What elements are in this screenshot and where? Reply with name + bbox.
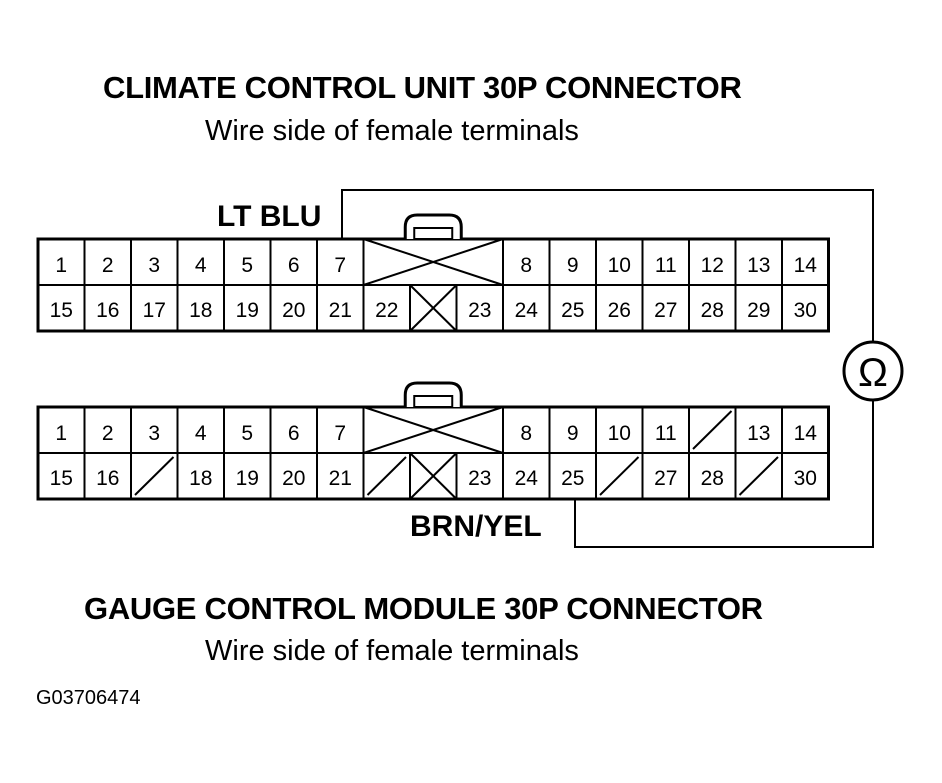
terminal-number: 28	[701, 299, 724, 322]
terminal-number: 20	[282, 299, 305, 322]
empty-cavity-slash	[366, 456, 407, 496]
blocked-cavity	[409, 452, 458, 500]
terminal-number: 27	[654, 467, 677, 490]
terminal-number: 14	[794, 422, 818, 445]
terminal-number: 23	[468, 467, 491, 490]
terminal-number: 24	[515, 467, 539, 490]
ohmmeter: Ω	[842, 340, 904, 402]
latch-cross	[363, 238, 504, 286]
figure-id: G03706474	[36, 687, 141, 709]
latch-tab-inner	[413, 395, 454, 408]
latch-cross	[363, 406, 504, 454]
terminal-number: 11	[655, 422, 677, 445]
empty-cavity-slash	[599, 456, 640, 496]
top-wire-label: LT BLU	[217, 200, 322, 233]
terminal-number: 3	[148, 422, 160, 445]
test-wires	[341, 189, 874, 548]
latch-tab-inner	[413, 227, 454, 240]
terminal-number: 20	[282, 467, 305, 490]
terminal-number: 8	[520, 422, 532, 445]
terminal-number: 15	[50, 299, 73, 322]
terminal-number: 27	[654, 299, 677, 322]
terminal-number: 26	[608, 299, 631, 322]
terminal-number: 14	[794, 254, 818, 277]
terminal-number: 12	[701, 254, 724, 277]
terminal-number: 4	[195, 422, 207, 445]
terminal-number: 25	[561, 467, 584, 490]
terminal-number: 18	[189, 467, 212, 490]
terminal-number: 1	[55, 254, 67, 277]
terminal-number: 21	[329, 299, 352, 322]
terminal-number: 16	[96, 467, 119, 490]
terminal-number: 4	[195, 254, 207, 277]
terminal-number: 17	[143, 299, 166, 322]
terminal-number: 13	[747, 254, 770, 277]
empty-cavity-slash	[738, 456, 779, 496]
terminal-number: 5	[241, 422, 253, 445]
terminal-number: 18	[189, 299, 212, 322]
terminal-number: 9	[567, 254, 579, 277]
terminal-number: 16	[96, 299, 119, 322]
terminal-number: 8	[520, 254, 532, 277]
terminal-number: 13	[747, 422, 770, 445]
terminal-number: 23	[468, 299, 491, 322]
terminal-number: 11	[655, 254, 677, 277]
top-connector-subtitle: Wire side of female terminals	[205, 115, 579, 147]
terminal-number: 21	[329, 467, 352, 490]
blocked-cavity	[409, 284, 458, 332]
terminal-number: 6	[288, 422, 300, 445]
terminal-number: 25	[561, 299, 584, 322]
ohmmeter-circle	[842, 340, 904, 402]
bottom-connector-title: GAUGE CONTROL MODULE 30P CONNECTOR	[84, 591, 763, 626]
bottom-connector-subtitle: Wire side of female terminals	[205, 635, 579, 667]
top-connector-title: CLIMATE CONTROL UNIT 30P CONNECTOR	[103, 70, 742, 105]
terminal-number: 30	[794, 299, 817, 322]
terminal-number: 29	[747, 299, 770, 322]
terminal-number: 1	[55, 422, 67, 445]
empty-cavity-slash	[134, 456, 175, 496]
terminal-number: 5	[241, 254, 253, 277]
ohm-symbol-icon: Ω	[858, 351, 888, 395]
brn-yel-wire	[574, 400, 874, 548]
terminal-number: 7	[334, 254, 346, 277]
terminal-number: 28	[701, 467, 724, 490]
terminal-number: 9	[567, 422, 579, 445]
terminal-number: 24	[515, 299, 539, 322]
terminal-number: 10	[608, 254, 631, 277]
terminal-number: 6	[288, 254, 300, 277]
terminal-number: 15	[50, 467, 73, 490]
terminal-number: 19	[236, 299, 259, 322]
terminal-number: 19	[236, 467, 259, 490]
terminal-number: 10	[608, 422, 631, 445]
empty-cavity-slash	[692, 410, 733, 450]
terminal-number: 2	[102, 254, 114, 277]
terminal-number: 2	[102, 422, 114, 445]
terminal-number: 7	[334, 422, 346, 445]
lt-blu-wire	[341, 189, 874, 342]
terminal-number: 30	[794, 467, 817, 490]
terminal-number: 3	[148, 254, 160, 277]
terminal-number: 22	[375, 299, 398, 322]
bottom-wire-label: BRN/YEL	[410, 510, 542, 543]
